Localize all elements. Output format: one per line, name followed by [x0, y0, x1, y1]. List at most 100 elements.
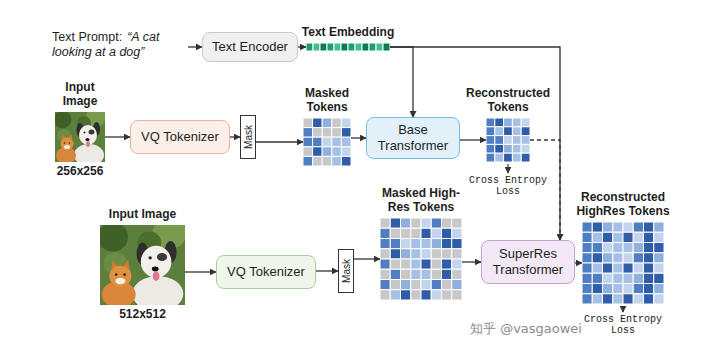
- embedding-bar: Text Embedding: [306, 43, 390, 51]
- token-cell: [623, 243, 633, 253]
- token-cell: [603, 222, 613, 232]
- token-cell: [332, 147, 342, 157]
- token-cell: [592, 273, 602, 283]
- token-cell: [512, 144, 521, 153]
- token-cell: [613, 273, 623, 283]
- token-cells: [486, 118, 530, 162]
- token-cell: [654, 284, 664, 294]
- flow-arrow: [188, 46, 202, 47]
- shape-caption: Masked Tokens: [291, 87, 363, 115]
- token-cell: [332, 128, 342, 138]
- token-cell: [322, 156, 332, 166]
- node-label: VQ Tokenizer: [141, 129, 219, 145]
- token-cell: [334, 43, 341, 51]
- flow-arrow: [460, 139, 486, 140]
- node-label: Mask: [243, 125, 254, 149]
- token-cell: [613, 294, 623, 304]
- token-cell: [452, 249, 462, 259]
- token-cell: [313, 147, 323, 157]
- token-cell: [495, 118, 504, 127]
- token-cell: [613, 284, 623, 294]
- loss-label: Cross Entropy Loss: [581, 314, 665, 336]
- shape-caption: Reconstructed HighRes Tokens: [571, 191, 675, 219]
- token-cell: [421, 228, 431, 238]
- input-photo: [54, 107, 107, 166]
- flow-arrow: [530, 140, 560, 240]
- input-image: Input Image512x512: [100, 225, 185, 305]
- token-cell: [442, 249, 452, 259]
- mask-box: Mask: [338, 249, 354, 293]
- shape-caption: Text Embedding: [283, 26, 413, 40]
- token-cell: [654, 263, 664, 273]
- node-label: Text Prompt:: [52, 30, 122, 44]
- token-cell: [421, 218, 431, 228]
- token-cell: [327, 43, 334, 51]
- token-cell: [512, 127, 521, 136]
- token-cell: [411, 249, 421, 259]
- node-label: Text Encoder: [212, 39, 288, 55]
- token-cell: [644, 284, 654, 294]
- token-cell: [623, 294, 633, 304]
- token-cell: [623, 273, 633, 283]
- encoder-box: Text Encoder: [202, 32, 298, 62]
- token-cell: [442, 259, 452, 269]
- token-cell: [452, 259, 462, 269]
- token-cell: [644, 294, 654, 304]
- token-cell: [313, 43, 320, 51]
- shape-caption: Masked High-Res Tokens: [371, 187, 471, 215]
- loss-label: Cross Entropy Loss: [466, 175, 550, 197]
- token-cell: [613, 253, 623, 263]
- token-cell: [644, 243, 654, 253]
- token-cell: [613, 263, 623, 273]
- token-cell: [623, 284, 633, 294]
- token-cell: [582, 222, 592, 232]
- token-cell: [486, 153, 495, 162]
- token-cell: [495, 144, 504, 153]
- token-cell: [411, 290, 421, 300]
- token-cell: [322, 147, 332, 157]
- token-cell: [383, 43, 390, 51]
- token-cell: [376, 43, 383, 51]
- token-cell: [431, 259, 441, 269]
- watermark: 知乎 @vasgaowei: [470, 320, 610, 338]
- token-cell: [313, 137, 323, 147]
- token-cell: [521, 118, 530, 127]
- token-cell: [421, 280, 431, 290]
- token-cell: [486, 127, 495, 136]
- token-cells: [303, 118, 351, 166]
- token-cell: [486, 118, 495, 127]
- token-cell: [341, 156, 351, 166]
- token-cell: [613, 243, 623, 253]
- token-cell: [322, 137, 332, 147]
- token-cell: [431, 290, 441, 300]
- flow-arrow: [105, 136, 130, 137]
- token-cell: [633, 253, 643, 263]
- token-cell: [582, 253, 592, 263]
- token-cell: [341, 43, 348, 51]
- token-cell: [521, 144, 530, 153]
- token-cell: [442, 280, 452, 290]
- token-cell: [582, 263, 592, 273]
- token-cells: [582, 222, 664, 304]
- token-cell: [654, 232, 664, 242]
- token-cell: [380, 280, 390, 290]
- token-cell: [633, 284, 643, 294]
- token-grid: Reconstructed HighRes Tokens: [582, 222, 664, 304]
- token-cell: [390, 249, 400, 259]
- transformer-box: SuperRes Transformer: [481, 240, 575, 284]
- input-photo: [97, 217, 186, 311]
- token-cell: [495, 136, 504, 145]
- token-cell: [654, 273, 664, 283]
- token-cell: [592, 263, 602, 273]
- text-prompt: Text Prompt:“A cat looking at a dog”: [52, 30, 188, 60]
- token-cell: [633, 222, 643, 232]
- token-cell: [592, 294, 602, 304]
- node-label: VQ Tokenizer: [227, 264, 305, 280]
- token-cell: [421, 269, 431, 279]
- token-cell: [644, 232, 654, 242]
- token-cell: [348, 43, 355, 51]
- token-cell: [452, 280, 462, 290]
- token-cell: [431, 239, 441, 249]
- token-cell: [303, 137, 313, 147]
